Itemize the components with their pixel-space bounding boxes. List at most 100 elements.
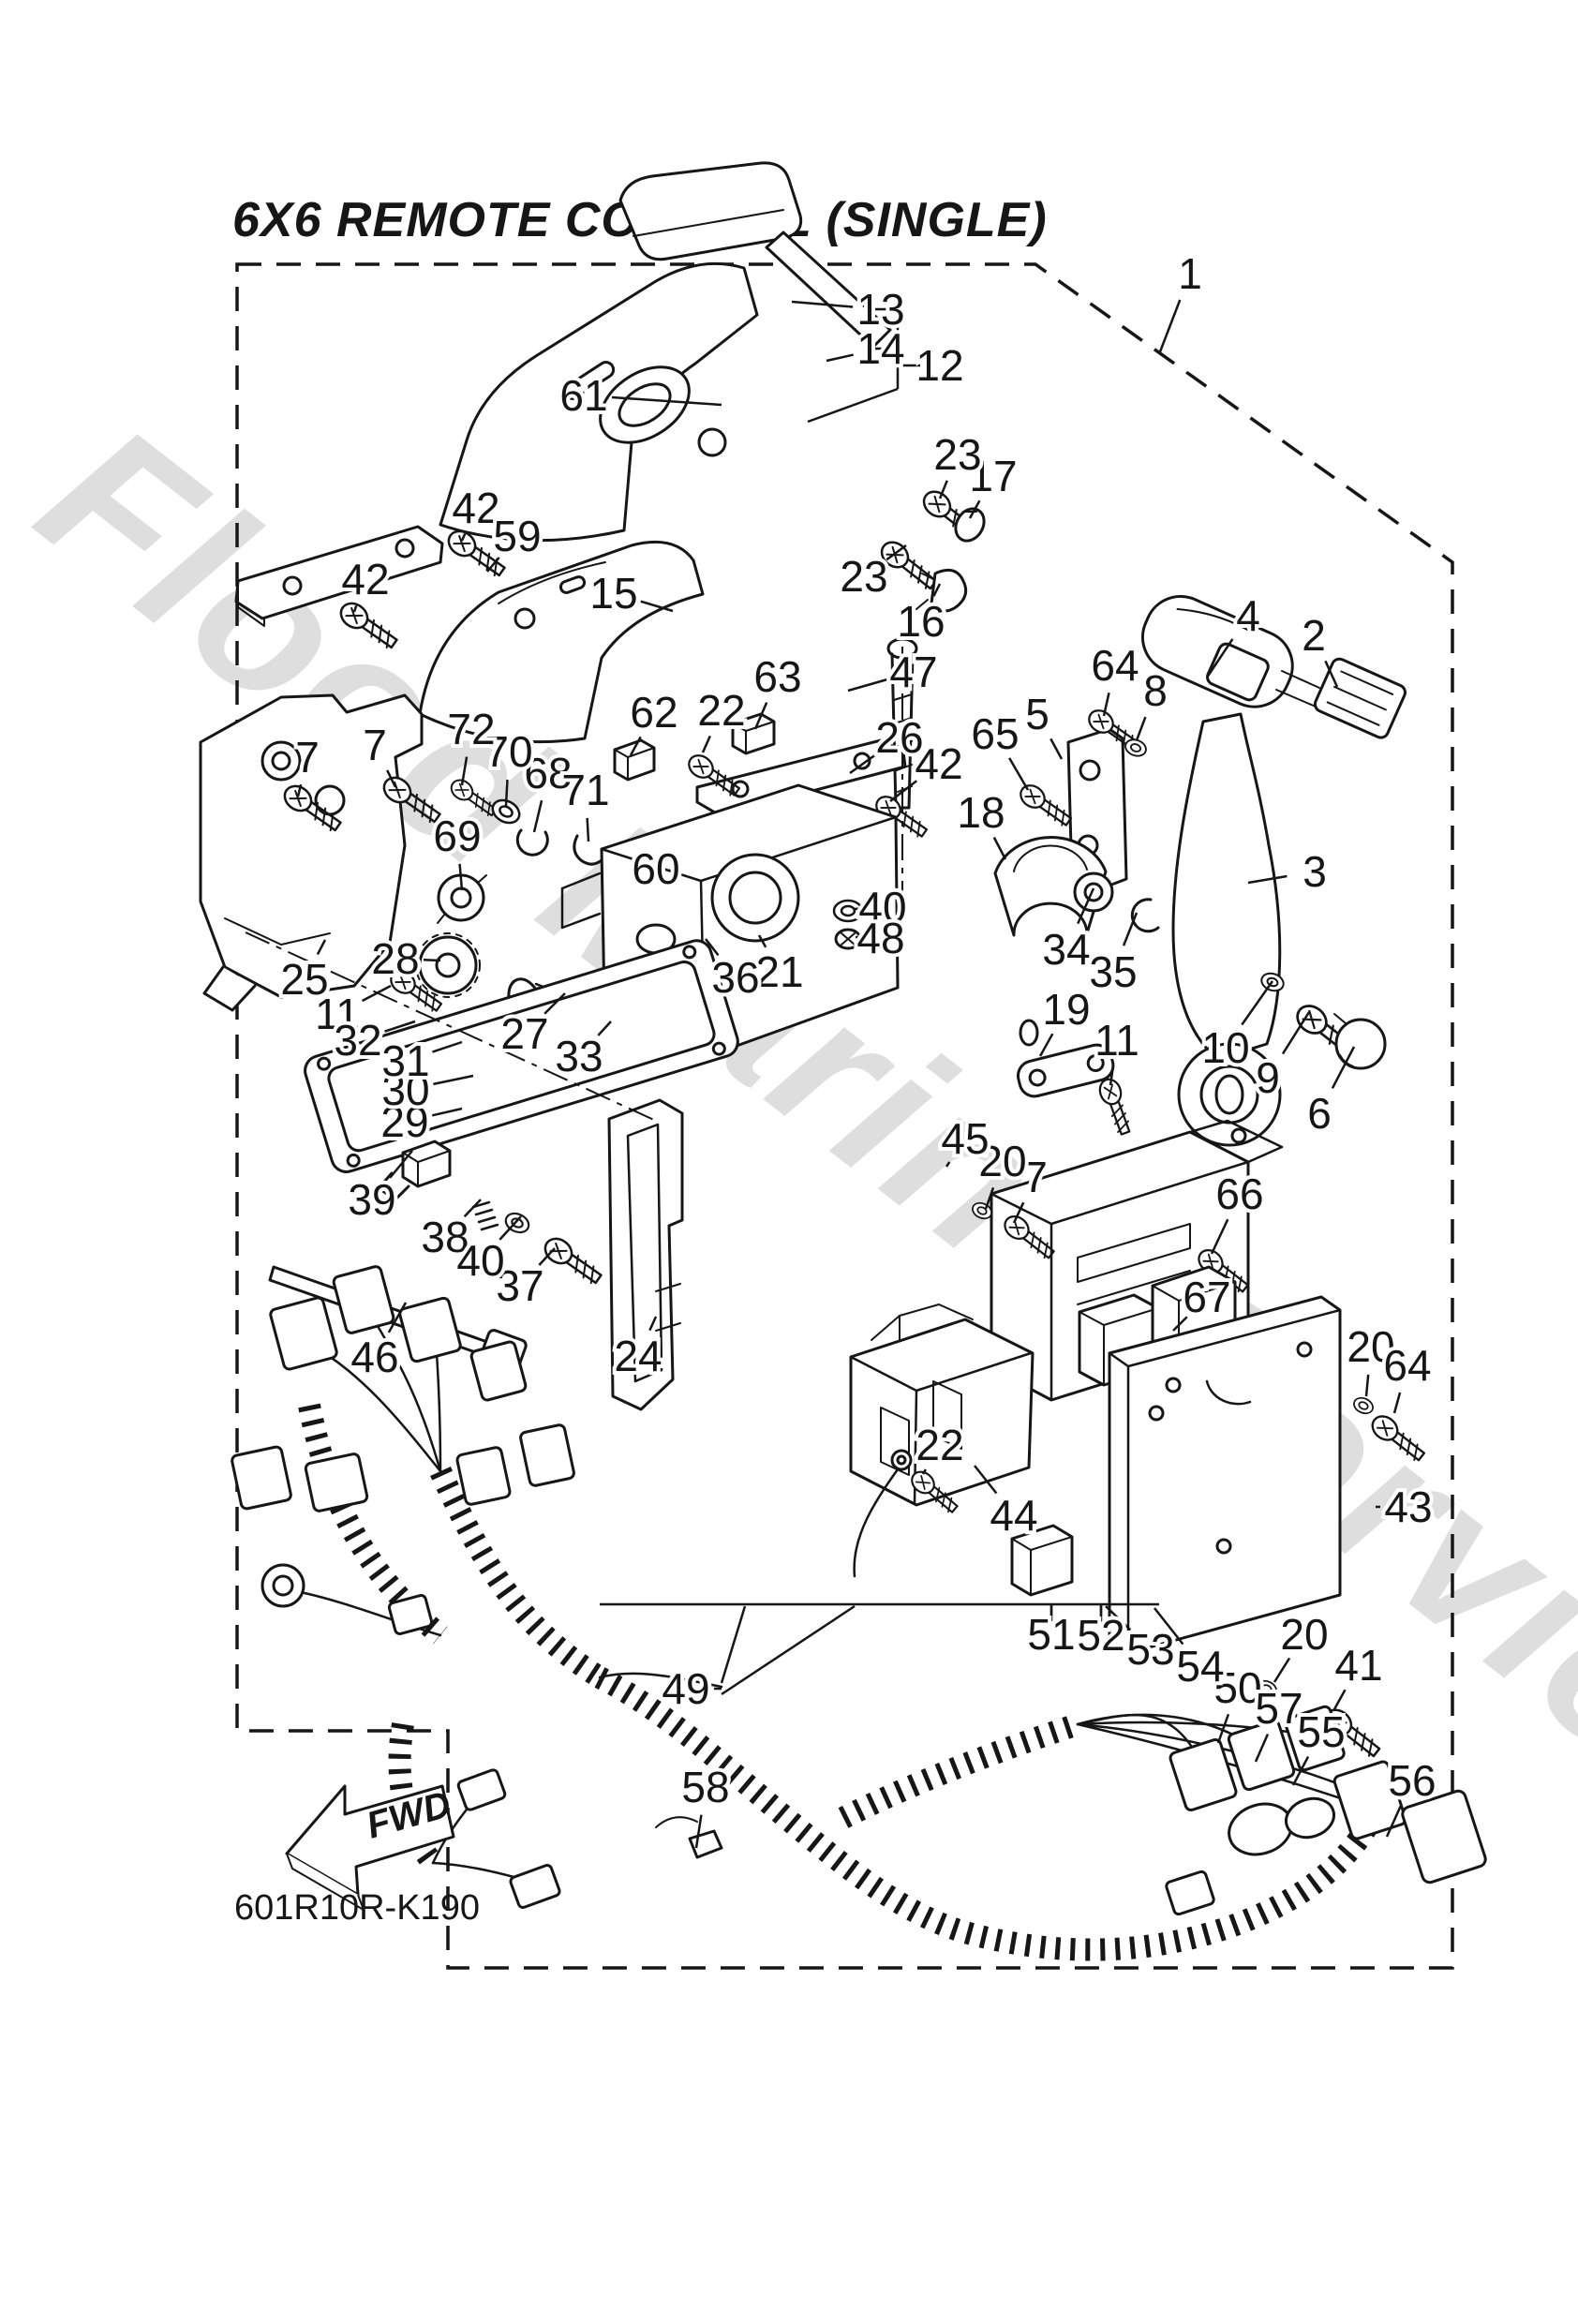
leader-line-36 bbox=[705, 938, 720, 957]
callout-71: 71 bbox=[561, 766, 609, 814]
callout-11: 11 bbox=[315, 990, 360, 1038]
callout-34: 34 bbox=[1042, 925, 1090, 974]
leader-line-24 bbox=[648, 1316, 658, 1332]
callout-64: 64 bbox=[1091, 641, 1139, 690]
leader-line-4 bbox=[1205, 638, 1234, 678]
leader-line-28 bbox=[423, 958, 441, 962]
callout-32: 32 bbox=[334, 1016, 381, 1065]
callout-55: 55 bbox=[1297, 1707, 1345, 1756]
leader-line-35 bbox=[1122, 912, 1139, 946]
screw-11-b bbox=[1094, 1075, 1137, 1139]
callout-16: 16 bbox=[897, 597, 945, 646]
callout-7: 7 bbox=[363, 721, 387, 769]
callout-43: 43 bbox=[1384, 1482, 1432, 1531]
leader-line-6 bbox=[1331, 1046, 1356, 1089]
callout-14: 14 bbox=[856, 324, 904, 373]
part-clip-16 bbox=[916, 568, 968, 613]
leader-line-16 bbox=[932, 583, 942, 597]
callout-72: 72 bbox=[447, 705, 495, 753]
clip-71 bbox=[573, 834, 607, 866]
callout-44: 44 bbox=[990, 1491, 1037, 1540]
leader-line-13 bbox=[791, 300, 854, 308]
callout-5: 5 bbox=[1025, 690, 1050, 738]
pin-19 bbox=[1019, 1019, 1039, 1047]
leader-line-21 bbox=[757, 934, 767, 948]
part-grip-4 bbox=[1140, 594, 1294, 708]
leader-line-7 bbox=[296, 783, 303, 797]
washer-8 bbox=[1122, 736, 1150, 760]
callout-10: 10 bbox=[1201, 1023, 1249, 1072]
leader-line-2 bbox=[1324, 660, 1339, 688]
callout-70: 70 bbox=[484, 727, 532, 776]
ring-terminal-22b bbox=[853, 1449, 913, 1578]
callout-21: 21 bbox=[755, 947, 803, 996]
leader-line-31 bbox=[432, 1040, 463, 1053]
callout-67: 67 bbox=[1183, 1273, 1230, 1321]
part-link-19 bbox=[1016, 1043, 1115, 1098]
leader-line-55 bbox=[1291, 1755, 1310, 1786]
leader-line-46 bbox=[387, 1302, 408, 1333]
leader-line-34 bbox=[1077, 887, 1095, 925]
part-bracket-39 bbox=[377, 1140, 452, 1201]
leader-line-38 bbox=[463, 1199, 482, 1218]
leader-line-41 bbox=[1332, 1689, 1347, 1710]
part-cap-6 bbox=[1333, 1013, 1387, 1070]
callout-41: 41 bbox=[1334, 1641, 1382, 1690]
leader-line-59 bbox=[486, 557, 500, 573]
callout-26: 26 bbox=[875, 713, 923, 762]
callout-53: 53 bbox=[1126, 1625, 1174, 1674]
leader-line-25 bbox=[316, 939, 327, 956]
callout-27: 27 bbox=[500, 1009, 548, 1058]
part-cam-18 bbox=[993, 836, 1108, 937]
leader-line-7 bbox=[1012, 1201, 1025, 1224]
leader-line-15 bbox=[640, 600, 674, 613]
screw-65 bbox=[1015, 780, 1076, 832]
callout-8: 8 bbox=[1143, 666, 1168, 715]
callout-1: 1 bbox=[1178, 249, 1202, 298]
leader-line-19 bbox=[1038, 1033, 1054, 1057]
leader-line-56 bbox=[1385, 1805, 1402, 1838]
leader-line-32 bbox=[384, 1020, 416, 1033]
leader-line-70 bbox=[504, 779, 509, 807]
leader-line-68 bbox=[532, 799, 543, 833]
part-upper-cover bbox=[439, 261, 759, 543]
callout-30: 30 bbox=[381, 1065, 429, 1114]
callout-56: 56 bbox=[1388, 1756, 1436, 1805]
construction-line bbox=[721, 1604, 856, 1696]
callout-22: 22 bbox=[697, 686, 745, 735]
leader-line-20 bbox=[984, 1186, 995, 1210]
callout-23: 23 bbox=[933, 430, 981, 479]
leader-line-42 bbox=[460, 533, 467, 542]
callout-57: 57 bbox=[1255, 1684, 1303, 1733]
part-gear-28 bbox=[415, 932, 481, 998]
leader-line-39 bbox=[389, 1150, 413, 1179]
leader-line-37 bbox=[538, 1247, 556, 1266]
callout-68: 68 bbox=[524, 749, 572, 797]
leader-line-22 bbox=[701, 735, 711, 753]
leader-line-33 bbox=[597, 1020, 612, 1036]
callout-69: 69 bbox=[433, 812, 481, 860]
leader-line-53 bbox=[1105, 1605, 1132, 1631]
callout-25: 25 bbox=[280, 955, 328, 1004]
callout-59: 59 bbox=[493, 512, 541, 560]
wire-58 bbox=[655, 1816, 698, 1828]
callout-38: 38 bbox=[421, 1213, 469, 1261]
parts-layer bbox=[199, 161, 1487, 1961]
callout-4: 4 bbox=[1236, 591, 1260, 640]
callout-17: 17 bbox=[969, 452, 1017, 500]
callout-7: 7 bbox=[1023, 1153, 1048, 1201]
callout-39: 39 bbox=[348, 1175, 395, 1224]
leader-line-42 bbox=[352, 604, 358, 613]
fwd-arrow: FWD bbox=[285, 1783, 455, 1911]
part-gasket-21 bbox=[304, 939, 739, 1173]
leader-line-64 bbox=[1392, 1392, 1402, 1414]
leader-line-54 bbox=[1154, 1607, 1184, 1646]
harness-connectors bbox=[231, 1265, 1487, 1916]
dashed-boundary bbox=[235, 262, 1454, 1970]
callout-20: 20 bbox=[1280, 1610, 1328, 1659]
nut-48 bbox=[834, 928, 862, 950]
callout-7: 7 bbox=[295, 733, 320, 782]
leader-line-47 bbox=[847, 678, 887, 693]
